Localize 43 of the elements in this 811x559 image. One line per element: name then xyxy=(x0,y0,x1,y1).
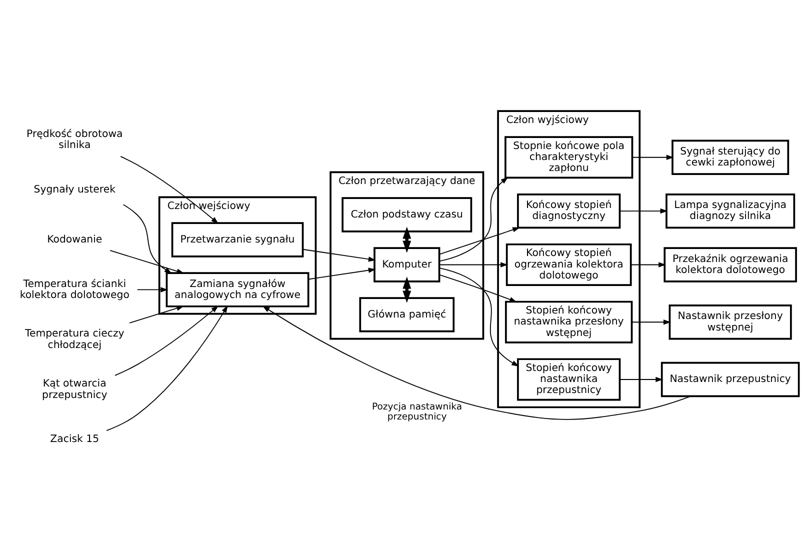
node-box: Nastawnik przepustnicy xyxy=(660,361,800,397)
node-box: Końcowy stopień diagnostyczny xyxy=(517,192,621,228)
arrow xyxy=(630,262,666,267)
node-box: Przetwarzanie sygnału xyxy=(171,222,304,257)
node-text: Temperatura ścianki kolektora dolotowego xyxy=(20,278,130,300)
arrow xyxy=(262,305,692,420)
node-text: Kodowanie xyxy=(47,234,102,245)
node-text: Kąt otwarcia przepustnicy xyxy=(42,378,108,400)
arrow xyxy=(619,208,668,214)
node-box: Główna pamięć xyxy=(359,296,455,332)
node-box: Stopnie końcowe pola charakterystyki zapłonu xyxy=(504,136,634,178)
node-box: Sygnał sterujący do cewki zapłonowej xyxy=(672,139,790,174)
node-box: Stopień końcowy nastawnika przepustnicy xyxy=(517,358,621,400)
node-text: Zacisk 15 xyxy=(50,434,100,445)
arrow xyxy=(114,305,219,376)
node-text: Temperatura cieczy chłodzącej xyxy=(24,328,124,350)
node-box: Nastawnik przesłony wstępnej xyxy=(668,304,792,340)
node-text: Sygnały usterek xyxy=(34,184,116,195)
node-box: Lampa sygnalizacyjna diagnozy silnika xyxy=(666,192,796,228)
node-box: Przekaźnik ogrzewania kolektora dolotowego xyxy=(664,246,797,282)
arrow xyxy=(122,204,172,274)
node-box: Zamiana sygnałów analogowych na cyfrowe xyxy=(166,272,310,307)
edge-label: Pozycja nastawnika przepustnicy xyxy=(372,400,462,422)
arrow xyxy=(120,156,219,224)
arrow xyxy=(402,276,412,302)
arrow xyxy=(110,250,184,274)
arrow xyxy=(632,154,674,160)
arrow xyxy=(438,226,520,254)
arrow xyxy=(106,304,228,431)
arrow xyxy=(438,262,508,267)
arrow xyxy=(129,305,184,323)
arrow xyxy=(438,176,508,262)
node-box: Stopień końcowy nastawnika przesłony wstępnej xyxy=(504,300,633,343)
node-box: Końcowy stopień ogrzewania kolektora dolotowego xyxy=(506,242,632,286)
arrow xyxy=(439,274,517,302)
arrow xyxy=(402,226,412,252)
arrow xyxy=(619,376,664,382)
node-text: Prędkość obrotowa silnika xyxy=(26,128,123,150)
node-box: Człon podstawy czasu xyxy=(342,196,472,232)
arrow xyxy=(631,319,671,324)
arrow xyxy=(439,267,520,366)
node-box: Komputer xyxy=(374,246,440,282)
arrow xyxy=(136,286,168,292)
